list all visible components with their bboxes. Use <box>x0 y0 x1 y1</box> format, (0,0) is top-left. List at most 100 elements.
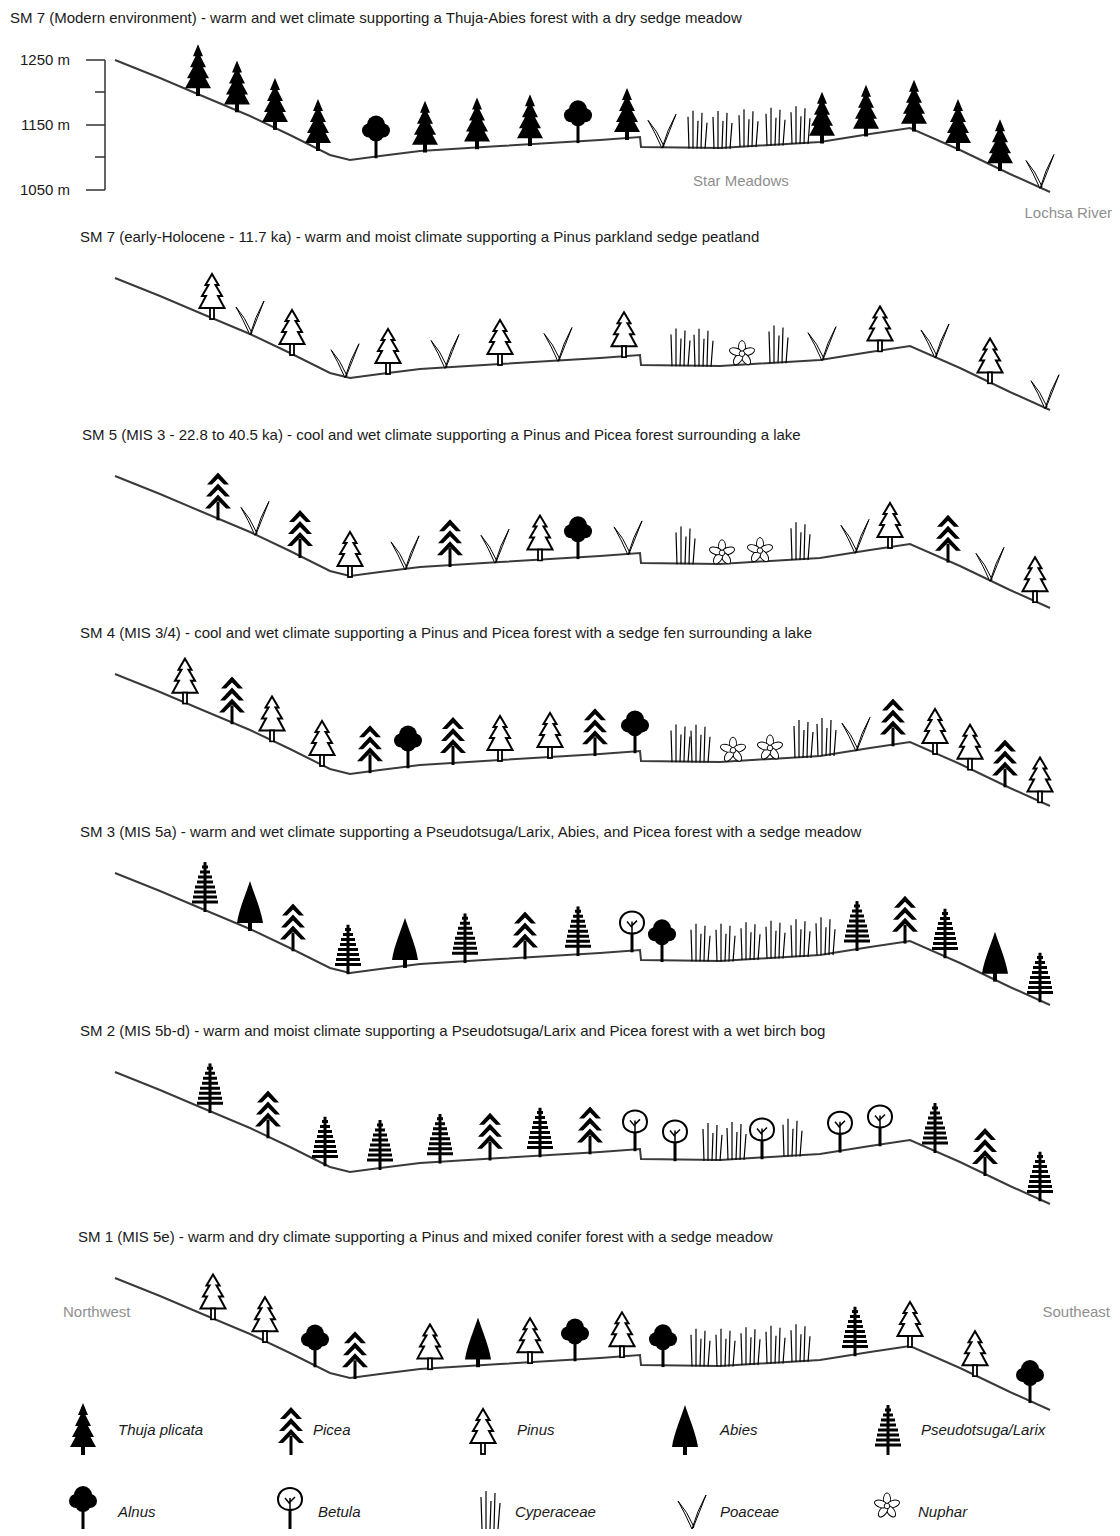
thuja-symbol <box>901 80 927 132</box>
legend-symbol <box>69 1486 97 1529</box>
elevation-label: 1050 m <box>20 181 70 199</box>
cyperaceae-symbol <box>783 1119 802 1157</box>
panel-title: SM 4 (MIS 3/4) - cool and wet climate su… <box>80 624 1100 642</box>
elevation-label: 1150 m <box>21 116 70 134</box>
nuphar-symbol <box>746 538 773 564</box>
poaceae-symbol <box>331 344 359 378</box>
alnus-symbol <box>362 116 390 159</box>
thuja-symbol <box>224 61 250 113</box>
pseudotsuga-symbol <box>844 901 870 951</box>
picea-symbol <box>972 1128 998 1176</box>
thuja-symbol <box>945 99 971 151</box>
cyperaceae-symbol <box>791 522 810 560</box>
pinus-symbol <box>260 696 285 741</box>
picea-symbol <box>992 740 1018 788</box>
picea-symbol <box>357 725 383 773</box>
pseudotsuga-symbol <box>197 1063 223 1113</box>
panel-title: SM 2 (MIS 5b-d) - warm and moist climate… <box>80 1022 1100 1040</box>
legend-symbols <box>69 1403 901 1529</box>
pinus-symbol <box>528 516 553 561</box>
poaceae-symbol <box>648 114 676 148</box>
plant-layer <box>173 44 1060 1403</box>
pinus-symbol <box>253 1297 278 1342</box>
pinus-symbol <box>418 1324 443 1369</box>
abies-symbol <box>392 918 418 968</box>
betula-symbol <box>620 912 644 953</box>
terrain-layer <box>115 60 1050 1410</box>
thuja-symbol <box>809 92 835 144</box>
axis-ticks <box>86 60 105 190</box>
cyperaceae-symbol <box>671 328 690 366</box>
poaceae-symbol <box>614 521 642 555</box>
cyperaceae-symbol <box>791 106 810 144</box>
picea-symbol <box>935 515 961 563</box>
picea-symbol <box>880 699 906 747</box>
thuja-symbol <box>185 44 211 96</box>
cyperaceae-symbol <box>691 725 710 763</box>
abies-symbol <box>237 881 263 931</box>
legend-symbol <box>672 1405 698 1455</box>
cyperaceae-symbol <box>741 922 760 960</box>
poaceae-symbol <box>976 547 1004 581</box>
pseudotsuga-symbol <box>335 925 361 975</box>
legend-label: Betula <box>318 1503 361 1521</box>
poaceae-symbol <box>1031 375 1059 409</box>
picea-symbol <box>437 519 463 567</box>
pseudotsuga-symbol <box>452 913 478 963</box>
pseudotsuga-symbol <box>1027 1152 1053 1202</box>
legend-symbol <box>70 1403 96 1455</box>
picea-symbol <box>280 904 306 952</box>
betula-symbol <box>868 1106 892 1147</box>
direction-label: Northwest <box>63 1303 131 1321</box>
thuja-symbol <box>464 97 490 149</box>
picea-symbol <box>477 1113 503 1161</box>
nuphar-symbol <box>719 737 746 763</box>
cyperaceae-symbol <box>769 326 788 364</box>
pinus-symbol <box>1023 557 1048 602</box>
elevation-label: 1250 m <box>20 51 70 69</box>
panel-title: SM 5 (MIS 3 - 22.8 to 40.5 ka) - cool an… <box>82 426 1102 444</box>
legend-label: Abies <box>720 1421 758 1439</box>
cyperaceae-symbol <box>691 1329 710 1367</box>
cyperaceae-symbol <box>817 718 836 756</box>
pseudotsuga-symbol <box>427 1114 453 1164</box>
thuja-symbol <box>305 99 331 151</box>
cyperaceae-symbol <box>816 917 835 955</box>
pseudotsuga-symbol <box>367 1120 393 1170</box>
pinus-symbol <box>898 1302 923 1347</box>
cyperaceae-symbol <box>766 921 785 959</box>
legend-symbol <box>873 1493 900 1519</box>
pinus-symbol <box>610 1312 635 1357</box>
legend-label: Thuja plicata <box>118 1421 203 1439</box>
panel-title: SM 7 (early-Holocene - 11.7 ka) - warm a… <box>80 228 1100 246</box>
place-name: Star Meadows <box>693 172 789 190</box>
poaceae-symbol <box>391 536 419 570</box>
terrain-profile <box>115 60 1050 192</box>
pinus-symbol <box>488 716 513 761</box>
legend-label: Picea <box>313 1421 351 1439</box>
cyperaceae-symbol <box>688 111 707 149</box>
legend-symbol <box>278 1407 304 1455</box>
nuphar-symbol <box>708 540 735 566</box>
picea-symbol <box>440 717 466 765</box>
picea-symbol <box>342 1331 368 1379</box>
cyperaceae-symbol <box>766 1326 785 1364</box>
pinus-symbol <box>868 307 893 352</box>
picea-symbol <box>205 473 231 521</box>
pinus-symbol <box>978 338 1003 383</box>
abies-symbol <box>982 932 1008 982</box>
direction-label: Southeast <box>1042 1303 1110 1321</box>
thuja-symbol <box>262 78 288 130</box>
cyperaceae-symbol <box>741 1327 760 1365</box>
pinus-symbol <box>958 725 983 770</box>
picea-symbol <box>255 1091 281 1139</box>
cyperaceae-symbol <box>727 1122 746 1160</box>
poaceae-symbol <box>921 324 949 358</box>
cyperaceae-symbol <box>694 329 713 367</box>
terrain-profile <box>115 1072 1050 1204</box>
poaceae-symbol <box>842 717 870 751</box>
legend-label: Pseudotsuga/Larix <box>921 1421 1045 1439</box>
betula-symbol <box>663 1120 687 1161</box>
alnus-symbol <box>621 710 649 753</box>
elevation-axis <box>86 60 105 190</box>
